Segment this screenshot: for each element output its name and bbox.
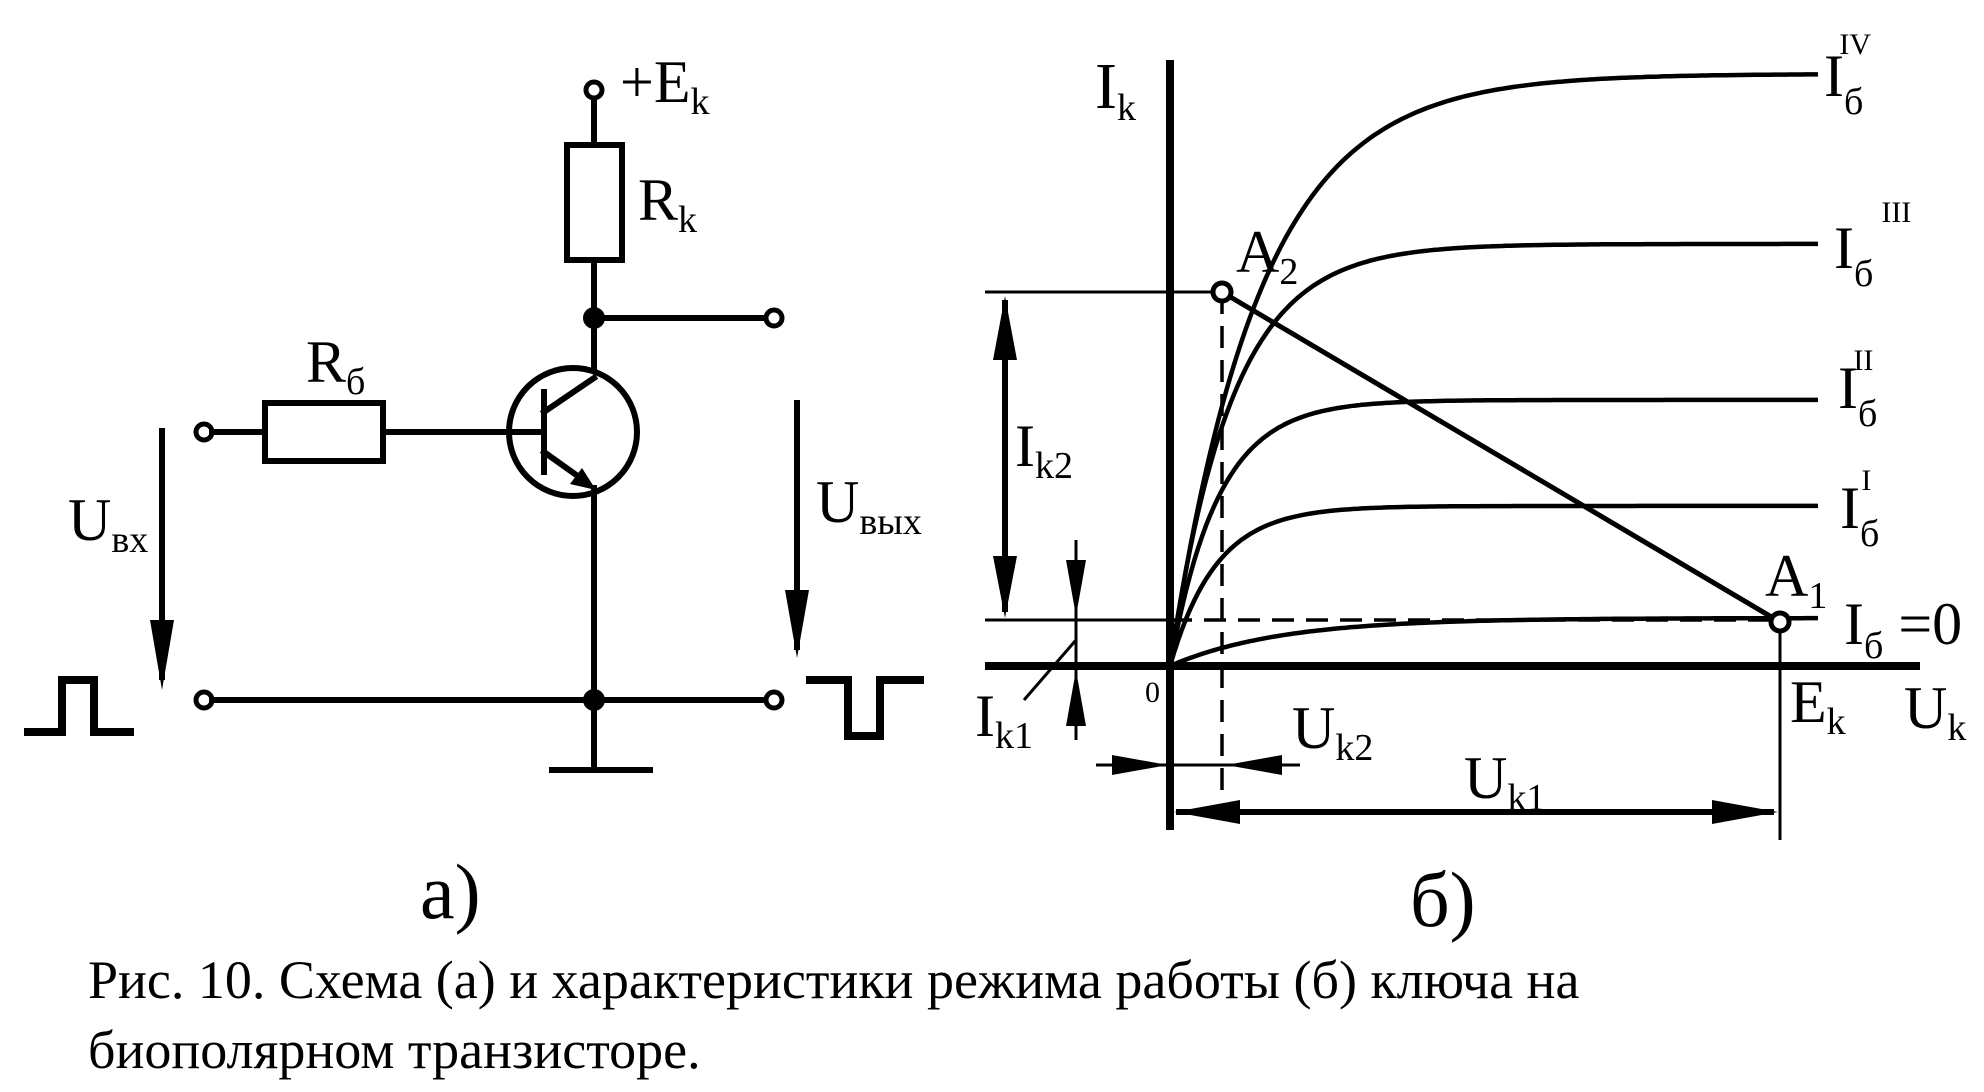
ik2-arrow-down: [993, 556, 1017, 618]
curve-ib-iv: [1167, 72, 1818, 667]
uk2-arrow-right: [1112, 755, 1168, 775]
bjt-transistor-icon: [506, 365, 640, 703]
ik1-label: Ik1: [975, 683, 1033, 757]
curve-ib-zero: [1169, 615, 1818, 669]
uk1-label: Uk1: [1464, 745, 1545, 819]
ik2-label: Ik2: [1015, 413, 1073, 487]
curve-label-iii: IбIII: [1834, 196, 1911, 295]
panel-b-label: б): [1410, 856, 1476, 943]
load-line: [1218, 288, 1784, 626]
ek-label: Ek: [1790, 669, 1846, 743]
output-terminal-top: [763, 307, 785, 329]
output-pulse-icon: [806, 676, 924, 740]
ik1-arrow-up: [1066, 670, 1086, 726]
output-curves: [1167, 72, 1818, 669]
uin-label: Uвх: [68, 487, 148, 561]
ik1-arrow-down: [1066, 560, 1086, 616]
rb-label: Rб: [306, 329, 365, 403]
panel-a-label: а): [420, 848, 481, 935]
input-pulse-icon: [24, 676, 134, 736]
a2-label: A2: [1236, 219, 1298, 293]
circuit-diagram: +Ek Rk Rб Uвх Uвых а): [24, 49, 924, 935]
ik2-arrow-up: [993, 296, 1017, 360]
curve-label-ii: IбII: [1838, 344, 1877, 435]
characteristics-plot: Ik Uk 0 Ek A1 A2 Ik2 Ik1 Uk2 Uk1 IбIV Iб…: [975, 28, 1966, 943]
curve-label-zero: Iб =0: [1844, 591, 1962, 667]
y-axis-label: Ik: [1095, 50, 1136, 129]
origin-label: 0: [1145, 676, 1160, 709]
uk1-arrow-right: [1712, 800, 1778, 824]
rk-resistor: [564, 142, 625, 263]
uk2-label: Uk2: [1292, 695, 1373, 769]
supply-terminal: [583, 79, 605, 101]
curve-label-iv: IбIV: [1824, 28, 1871, 123]
curve-label-i: IбI: [1840, 464, 1879, 555]
a1-label: A1: [1765, 543, 1827, 617]
curve-ib-ii: [1167, 397, 1818, 667]
curve-ib-i: [1167, 503, 1818, 667]
uk1-arrow-left: [1174, 800, 1240, 824]
ik1-leader: [1022, 639, 1078, 701]
uout-label: Uвых: [816, 469, 922, 543]
output-terminal-bottom: [763, 689, 785, 711]
figure-caption-line-2: биополярном транзисторе.: [88, 1020, 701, 1080]
point-a2: [1210, 280, 1234, 304]
rb-resistor: [262, 400, 386, 464]
x-axis-label: Uk: [1904, 675, 1966, 749]
supply-label: +Ek: [620, 49, 710, 123]
curve-ib-iii: [1167, 241, 1818, 667]
uk2-arrow-left: [1226, 755, 1282, 775]
rk-label: Rk: [638, 167, 697, 241]
point-a1: [1768, 610, 1792, 634]
figure-caption-line-1: Рис. 10. Схема (а) и характеристики режи…: [88, 950, 1579, 1010]
